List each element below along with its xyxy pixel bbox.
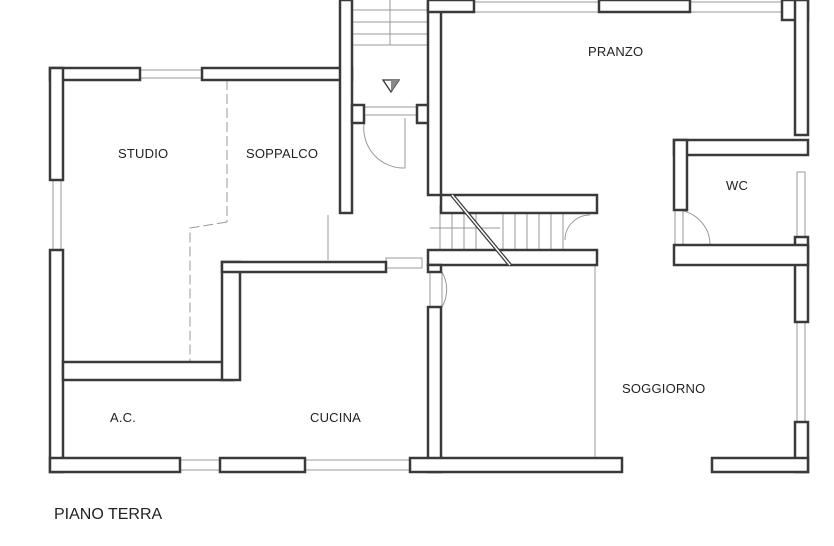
room-label-soggiorno: SOGGIORNO — [622, 381, 706, 396]
room-label-studio: STUDIO — [118, 146, 169, 161]
plan-title: PIANO TERRA — [54, 506, 163, 523]
room-label-pranzo: PRANZO — [588, 44, 644, 59]
north-arrow-icon — [381, 79, 401, 94]
room-label-ac: A.C. — [110, 410, 137, 425]
room-label-soppalco: SOPPALCO — [246, 146, 319, 161]
walls — [48, 0, 810, 474]
room-label-cucina: CUCINA — [310, 410, 362, 425]
room-label-wc: WC — [726, 178, 749, 193]
